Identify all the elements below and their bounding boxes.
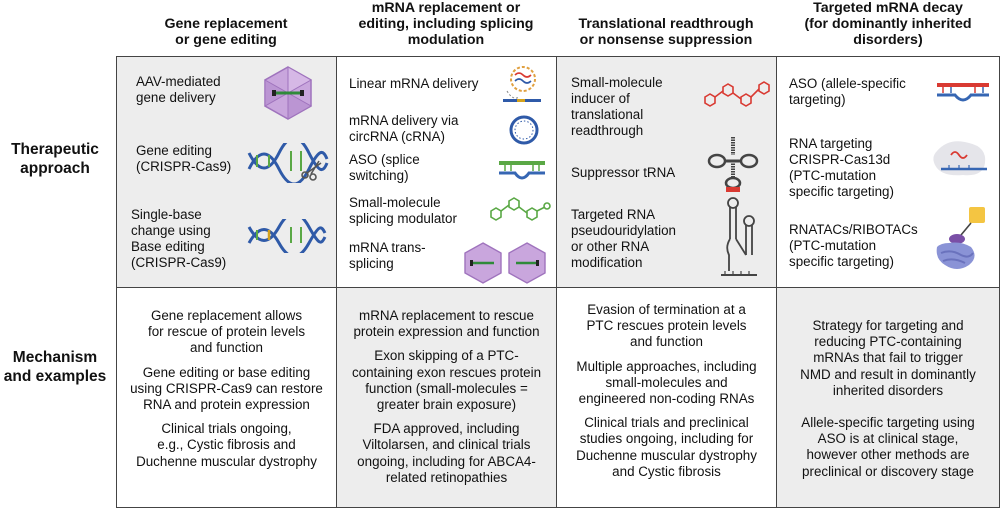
aso-splice-icon (499, 161, 545, 180)
aav-capsid-icon (264, 66, 313, 120)
guide-rna-hairpin-icon (721, 197, 757, 276)
approach-suppressor-trna: Suppressor tRNA (571, 165, 676, 180)
lipid-nanoparticle-mrna-icon (503, 66, 541, 102)
trna-icon (707, 137, 759, 192)
mechanism-paragraph: Exon skipping of a PTC-containing exon r… (351, 348, 542, 413)
ribotac-chimera-icon (936, 207, 985, 269)
approach-mrna-trans-splicing: mRNA trans-splicing (349, 240, 426, 271)
header-targeted-mrna-decay: Targeted mRNA decay(for dominantly inher… (804, 0, 972, 48)
dna-scissors-icon (247, 143, 329, 183)
aso-duplex-icon (937, 83, 989, 102)
aav-pair-icon (464, 242, 546, 284)
cas13d-protein-icon (933, 141, 987, 176)
dna-base-edit-icon (247, 219, 327, 253)
circular-rna-icon (509, 115, 539, 145)
small-molecule-green-icon (490, 197, 551, 221)
approach-linear-mrna: Linear mRNA delivery (349, 76, 479, 91)
small-molecule-red-icon (704, 81, 770, 107)
mechanism-paragraph: Clinical trials ongoing,e.g., Cystic fib… (136, 421, 317, 469)
approach-gene-editing-crispr: Gene editing(CRISPR-Cas9) (136, 143, 232, 174)
